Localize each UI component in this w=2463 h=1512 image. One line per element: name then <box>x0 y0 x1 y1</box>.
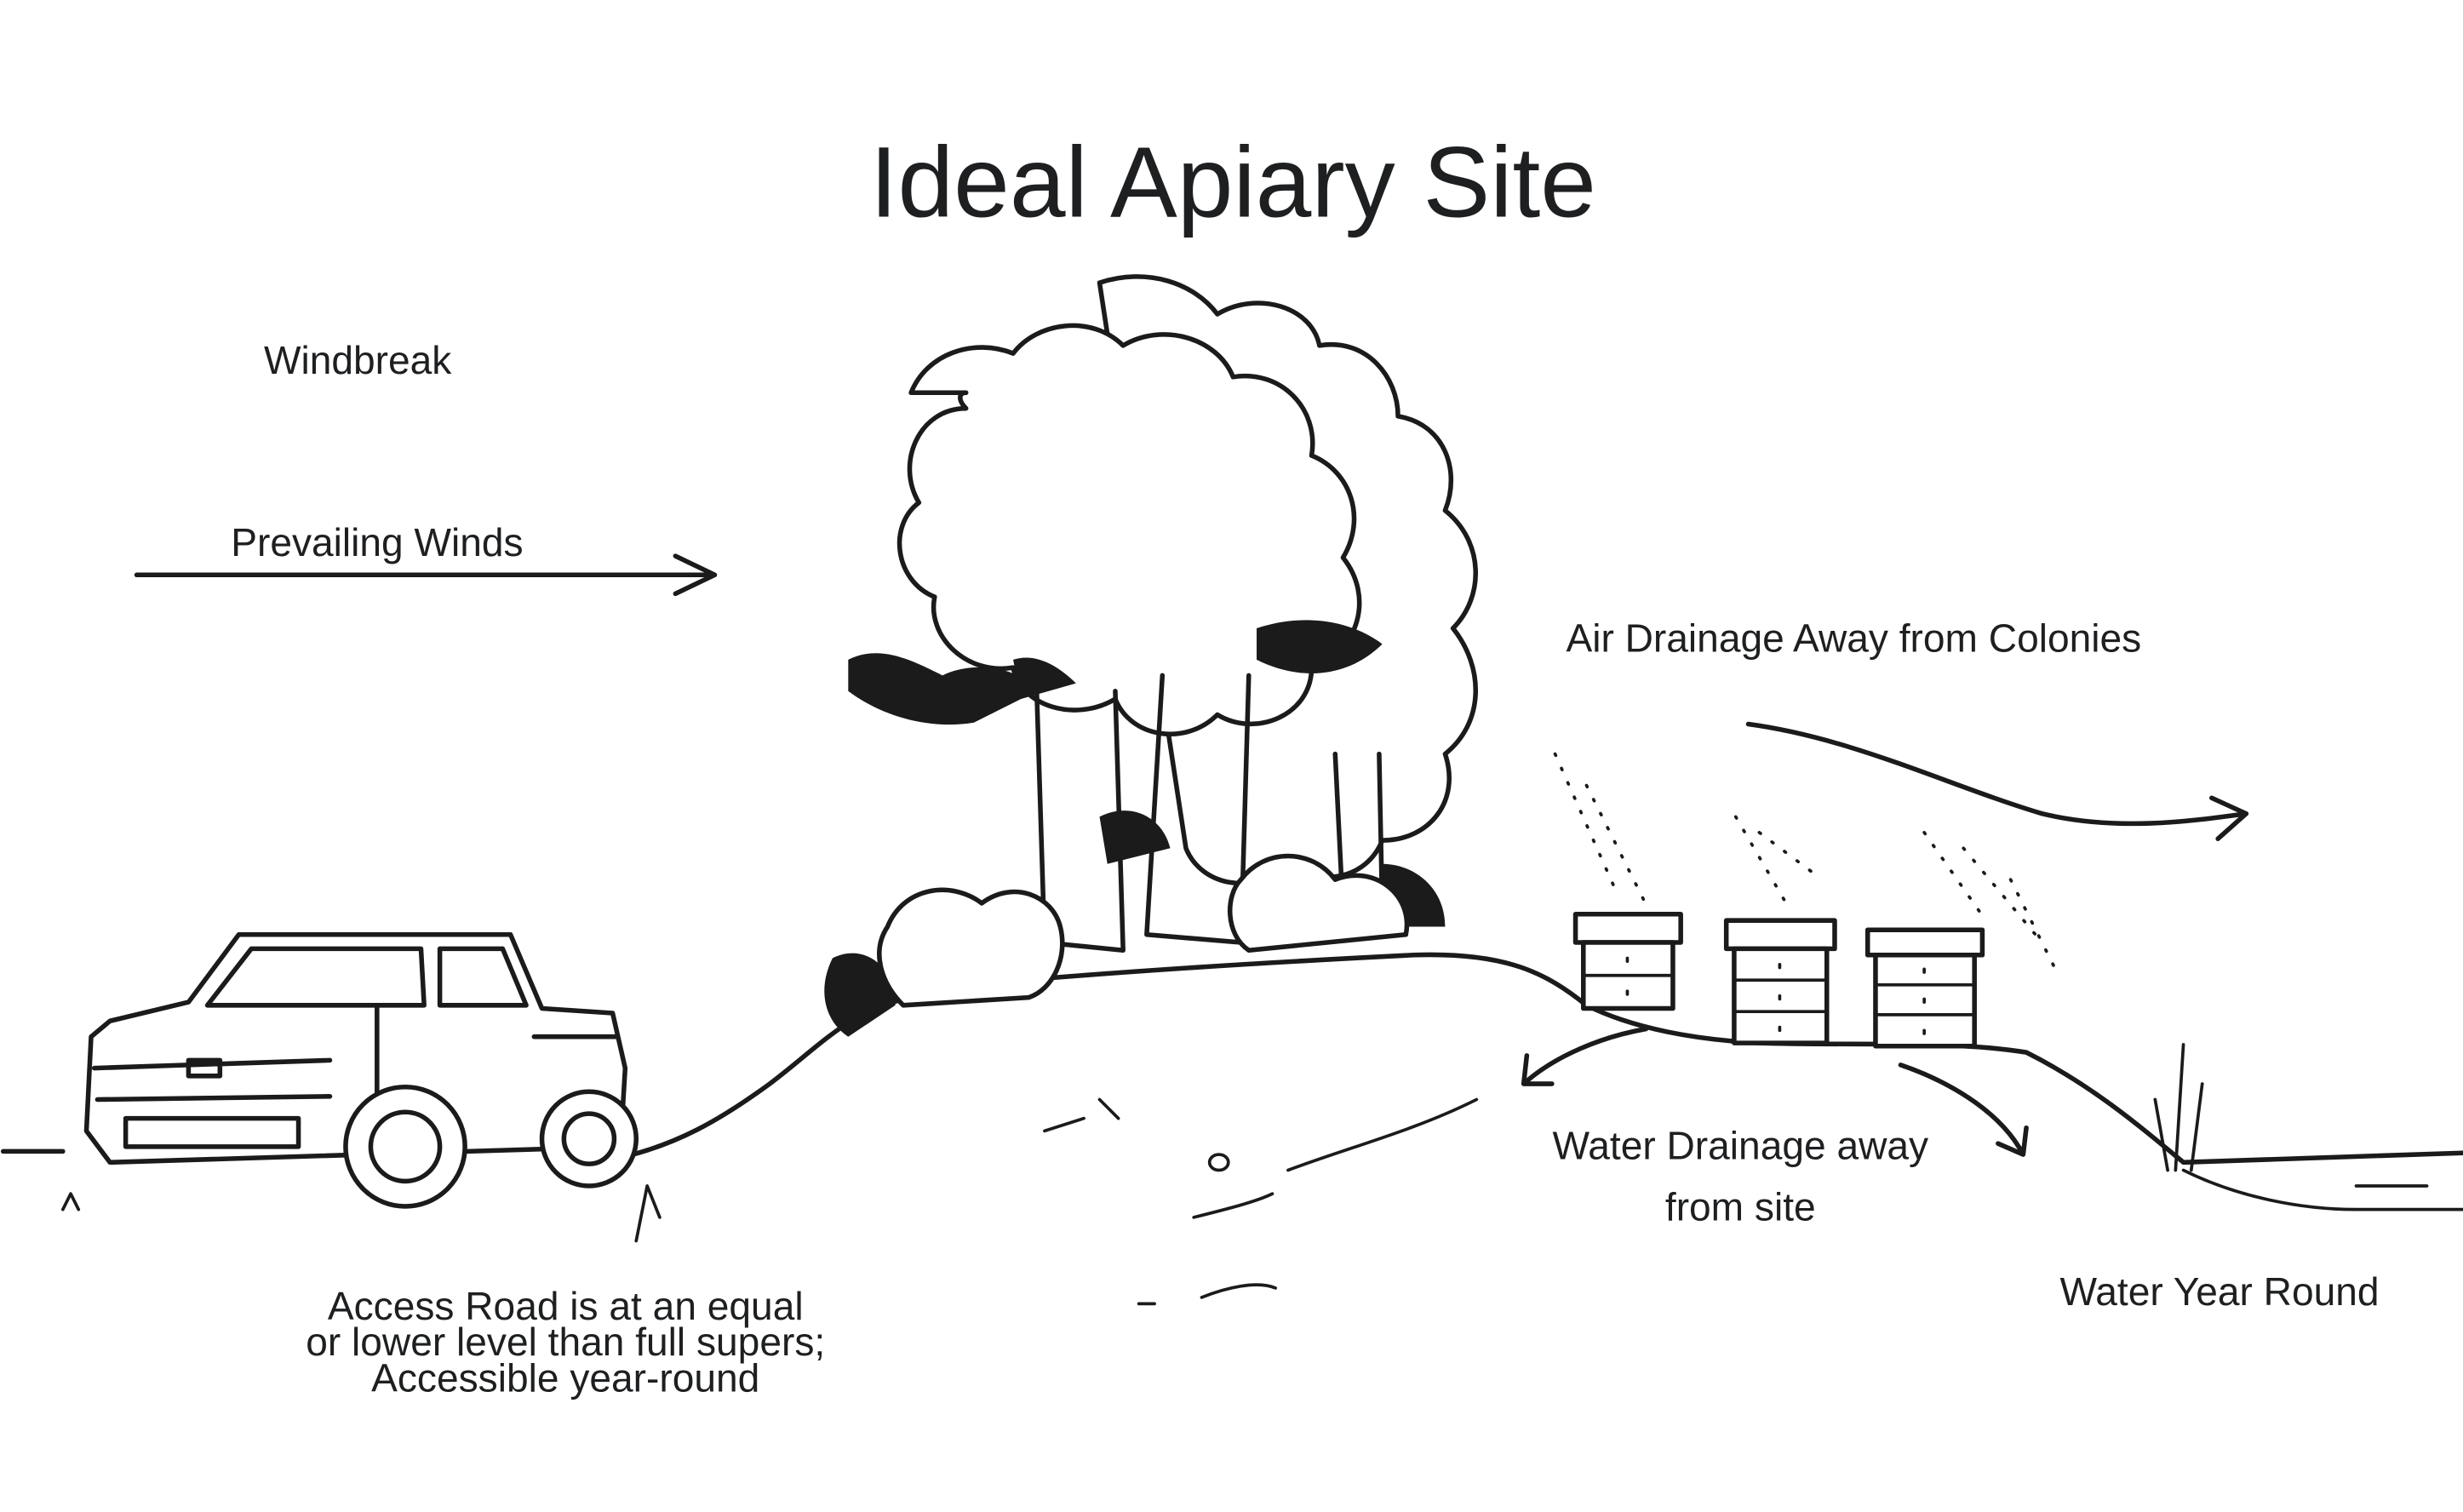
label-water-year-round: Water Year Round <box>2059 1269 2379 1314</box>
label-air-drainage: Air Drainage Away from Colonies <box>1566 616 2141 661</box>
label-access-road-line1: Access Road is at an equal <box>328 1284 804 1328</box>
windbreak-trees <box>824 274 1478 1037</box>
beehive <box>1572 912 1683 1011</box>
water-drainage-arrows <box>1521 1026 2029 1157</box>
prevailing-winds-arrow <box>134 553 718 597</box>
bees <box>1553 752 2059 976</box>
air-drainage-arrow <box>1745 721 2249 841</box>
beehive <box>1723 918 1837 1045</box>
label-prevailing-winds: Prevailing Winds <box>231 520 523 564</box>
beehive <box>1864 927 1985 1049</box>
label-water-drainage-line2: from site <box>1665 1185 1816 1229</box>
label-windbreak: Windbreak <box>264 338 452 382</box>
pickup-truck <box>83 932 639 1209</box>
label-access-road-line3: Accessible year-round <box>371 1356 759 1400</box>
water-surface <box>2181 1168 2463 1211</box>
diagram-title: Ideal Apiary Site <box>870 127 1596 239</box>
beehives <box>1553 752 2059 1049</box>
ground-marks <box>60 1097 1479 1306</box>
label-water-drainage-line1: Water Drainage away <box>1552 1124 1928 1168</box>
reeds <box>2153 1043 2204 1172</box>
label-access-road-line2: or lower level than full supers; <box>306 1320 825 1364</box>
